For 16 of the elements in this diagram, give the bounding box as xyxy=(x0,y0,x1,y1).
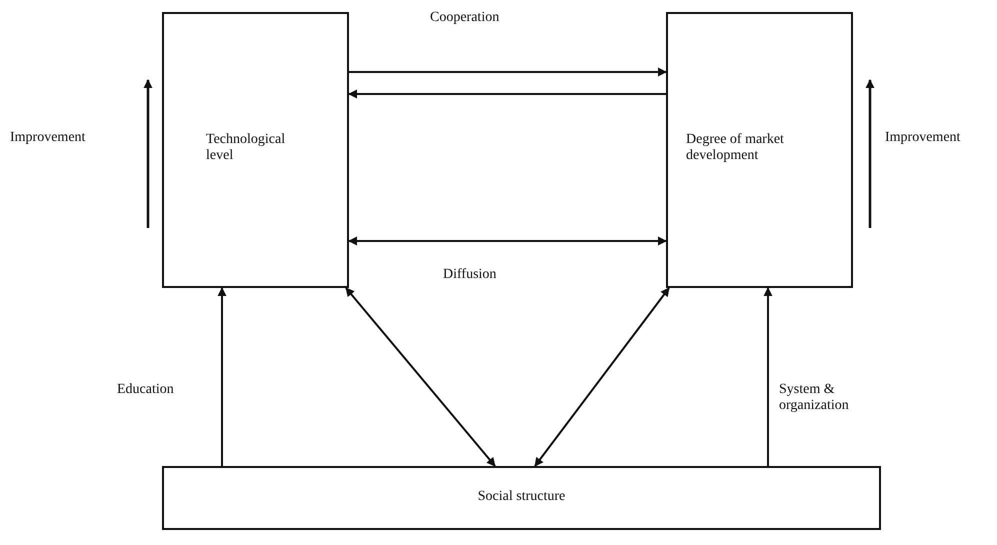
text-label: Improvement xyxy=(885,130,960,146)
arrow xyxy=(349,68,667,76)
process-box xyxy=(666,12,853,288)
arrow xyxy=(345,287,496,467)
arrow xyxy=(534,287,670,467)
edge-label: Cooperation xyxy=(430,10,500,26)
process-box xyxy=(162,12,349,288)
node-label: Technological level xyxy=(206,132,286,164)
base-box xyxy=(162,466,881,530)
node-label: Degree of market development xyxy=(686,132,785,164)
arrow xyxy=(764,287,772,466)
arrow xyxy=(218,287,226,466)
text-label: Improvement xyxy=(10,130,86,146)
arrow xyxy=(348,90,666,98)
arrow xyxy=(348,236,667,246)
node-label: Social structure xyxy=(476,489,566,506)
